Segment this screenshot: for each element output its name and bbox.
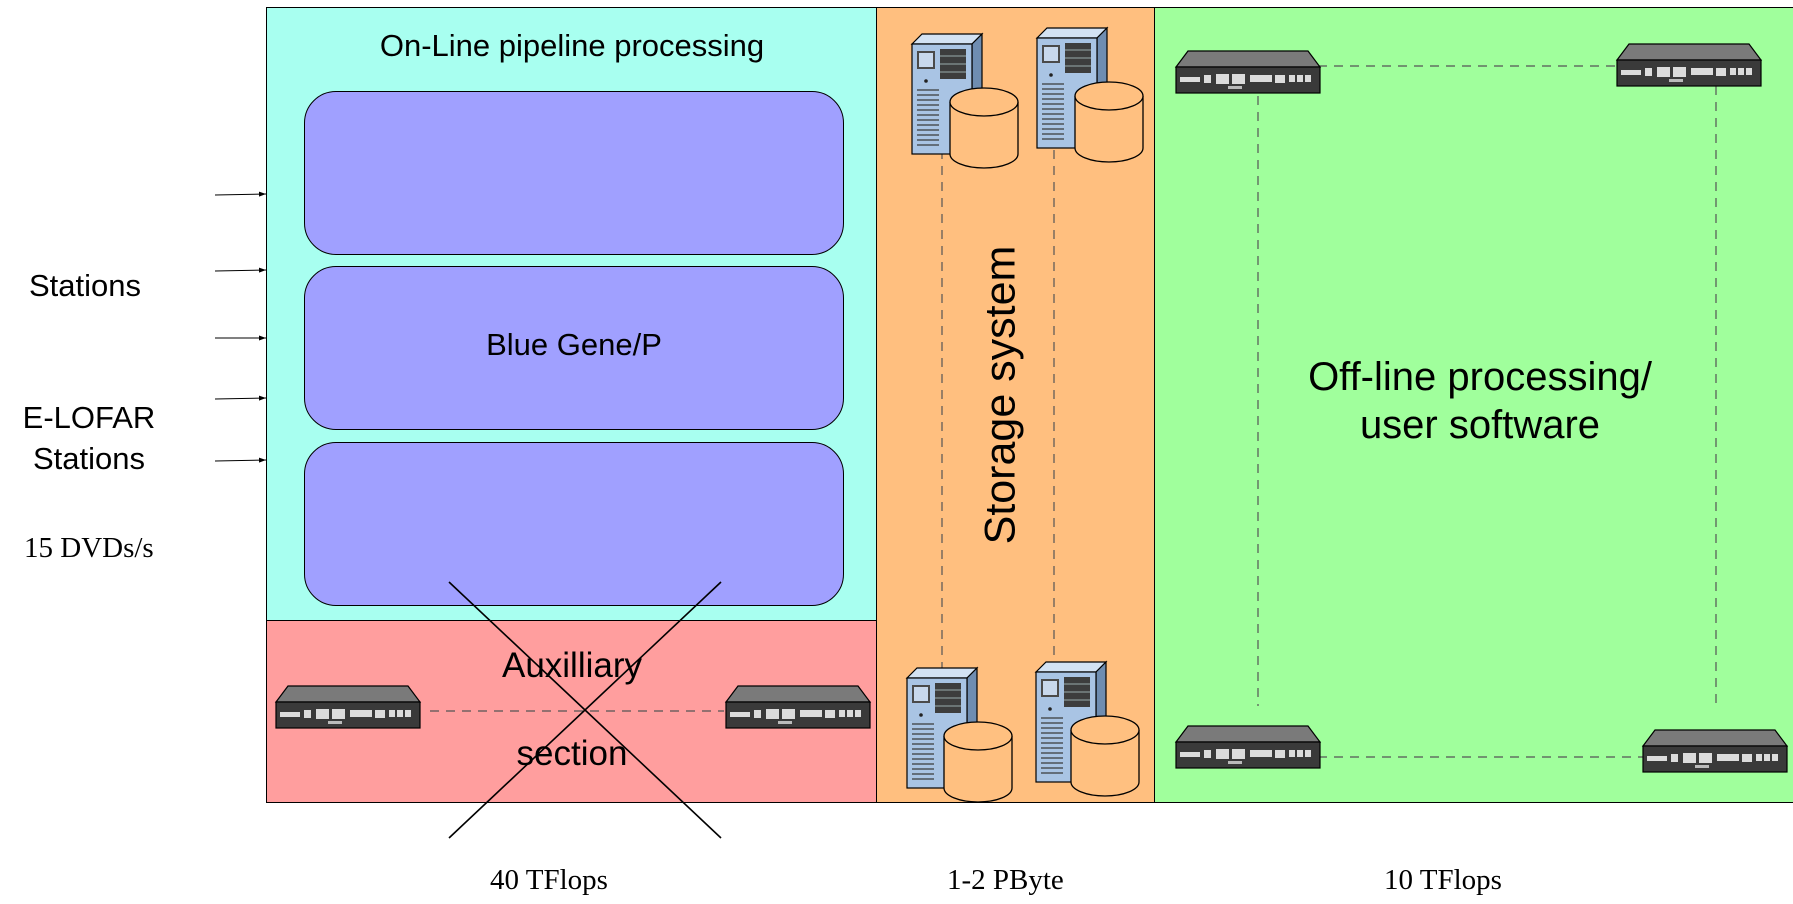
disk-icon [949,87,1019,169]
bluegene-block-top [304,91,844,255]
cross-out-mark [448,581,722,839]
input-arrow-5 [214,457,267,463]
input-arrow-2 [214,267,267,273]
storage-system-title: Storage system [976,245,1025,545]
storage-capacity-label: 1-2 PByte [947,864,1064,896]
input-arrows [214,191,267,463]
bluegene-block-middle [304,266,844,430]
server-icon [1616,43,1762,87]
server-icon [725,685,871,729]
server-icon [275,685,421,729]
dashed-links [430,65,1717,758]
data-rate-label: 15 DVDs/s [24,532,154,564]
elofar-stations-label: E-LOFAR Stations [22,400,156,476]
online-capacity-label: 40 TFlops [490,864,608,896]
disk-icon [1070,715,1140,797]
bluegene-label: Blue Gene/P [486,327,662,362]
disk-icon [943,721,1013,803]
input-arrow-4 [214,395,267,401]
server-icon [1175,725,1321,769]
server-icon [1175,50,1321,94]
auxiliary-label-line1: Auxilliary [501,646,643,685]
offline-processing-title: Off-line processing/ user software [1308,355,1652,447]
online-pipeline-title: On-Line pipeline processing [379,28,765,63]
stations-label: Stations [29,268,142,303]
bluegene-block-bottom [304,442,844,606]
offline-capacity-label: 10 TFlops [1384,864,1502,896]
auxiliary-label-line2: section [516,734,628,773]
input-arrow-1 [214,191,267,197]
disk-icon [1074,81,1144,163]
offline-processing-region [1154,7,1793,803]
server-icon [1642,729,1788,773]
